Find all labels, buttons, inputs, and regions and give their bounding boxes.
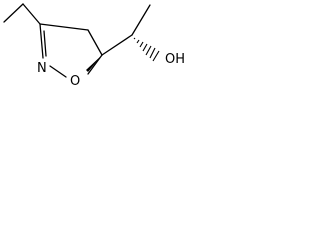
wedge-bond-c5 xyxy=(86,55,102,72)
bond-c6-c7 xyxy=(131,4,151,36)
bond-c4-c5 xyxy=(87,29,103,56)
bond-c3-c4 xyxy=(39,23,89,31)
bond-methyl-ethyl xyxy=(3,3,24,23)
nitrogen-label: N xyxy=(37,61,47,76)
bond-c5-o1 xyxy=(87,54,103,75)
molecule-diagram: N O OH xyxy=(3,3,185,89)
bond-n2-c3 xyxy=(39,23,44,59)
oxygen-label: O xyxy=(70,74,80,89)
structure-canvas: N O OH xyxy=(0,0,212,90)
bond-ethyl-c3 xyxy=(22,3,41,25)
bond-c5-c6 xyxy=(101,34,133,56)
hash-bond-c6-oh xyxy=(133,37,160,62)
bond-n2-c3-double xyxy=(43,30,47,57)
bond-o1-n2 xyxy=(49,65,67,78)
hydroxyl-label: OH xyxy=(165,52,185,67)
